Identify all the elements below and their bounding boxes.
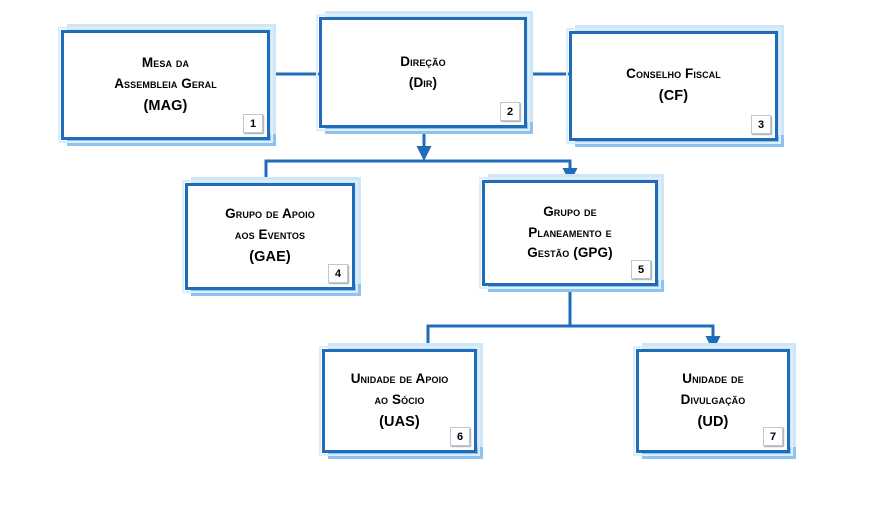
node-gpg: Grupo de Planeamento e Gestão (GPG) 5	[479, 177, 661, 289]
node-cf: Conselho Fiscal (CF) 3	[566, 28, 781, 144]
node-ud-line-2: Divulgação	[680, 391, 746, 407]
node-gae-label: Grupo de Apoio aos Eventos (GAE)	[225, 204, 315, 268]
node-ud: Unidade de Divulgação (UD) 7	[633, 346, 793, 456]
node-cf-number-badge: 3	[751, 115, 771, 134]
node-gpg-number-badge: 5	[631, 260, 651, 279]
node-uas-line-2: ao Sócio	[374, 391, 425, 407]
node-uas-label: Unidade de Apoio ao Sócio (UAS)	[351, 369, 449, 433]
node-cf-line-1: Conselho Fiscal	[626, 66, 721, 82]
node-dir-number-badge: 2	[500, 102, 520, 121]
node-ud-label: Unidade de Divulgação (UD)	[681, 369, 746, 433]
node-gae: Grupo de Apoio aos Eventos (GAE) 4	[182, 180, 358, 293]
node-uas-line-1: Unidade de Apoio	[350, 370, 449, 386]
node-cf-abbr: (CF)	[658, 88, 689, 105]
connector-gpg-children	[420, 324, 721, 360]
node-ud-number-badge: 7	[763, 427, 783, 446]
node-dir-line-1: Direção	[400, 53, 446, 69]
node-gpg-label: Grupo de Planeamento e Gestão (GPG)	[527, 202, 612, 265]
node-mag-number-badge: 1	[243, 114, 263, 133]
node-gpg-abbr: Gestão (GPG)	[527, 245, 613, 261]
node-cf-label: Conselho Fiscal (CF)	[626, 64, 721, 107]
node-dir: Direção (Dir) 2	[316, 14, 530, 131]
node-uas-number-badge: 6	[450, 427, 470, 446]
node-mag-line-2: Assembleia Geral	[114, 75, 217, 91]
node-gpg-line-2: Planeamento e	[528, 224, 612, 240]
node-mag-abbr: (MAG)	[143, 97, 188, 114]
connector-dir-children	[258, 159, 578, 192]
node-gae-line-2: aos Eventos	[234, 227, 306, 243]
node-mag-label: Mesa da Assembleia Geral (MAG)	[114, 53, 217, 117]
node-uas-abbr: (UAS)	[379, 413, 420, 430]
node-mag: Mesa da Assembleia Geral (MAG) 1	[58, 27, 273, 143]
node-mag-line-1: Mesa da	[141, 54, 190, 70]
node-gae-abbr: (GAE)	[249, 249, 291, 266]
node-dir-abbr: (Dir)	[408, 74, 438, 90]
node-gpg-line-1: Grupo de	[543, 203, 597, 219]
node-uas: Unidade de Apoio ao Sócio (UAS) 6	[319, 346, 480, 456]
node-ud-abbr: (UD)	[697, 413, 729, 430]
node-gae-line-1: Grupo de Apoio	[225, 206, 315, 222]
node-ud-line-1: Unidade de	[682, 370, 744, 386]
node-gae-number-badge: 4	[328, 264, 348, 283]
node-dir-label: Direção (Dir)	[400, 52, 445, 94]
